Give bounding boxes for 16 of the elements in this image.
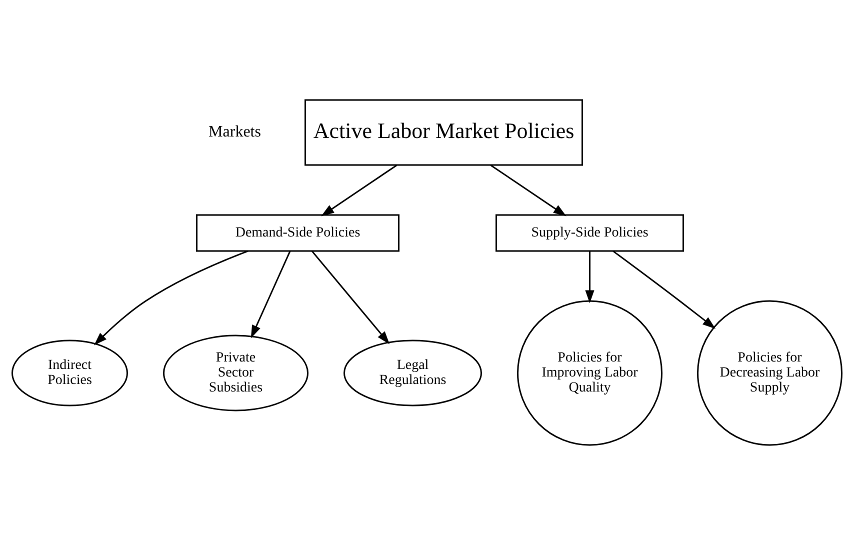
arrow bbox=[321, 164, 398, 216]
node-ellipse: Legal Regulations bbox=[344, 340, 482, 406]
arrow bbox=[612, 250, 716, 329]
node-box: Demand-Side Policies bbox=[196, 214, 400, 252]
node-ellipse: Indirect Policies bbox=[12, 340, 128, 406]
label: Markets bbox=[208, 123, 261, 140]
node-circle: Policies for Improving Labor Quality bbox=[517, 300, 662, 446]
arrow bbox=[585, 251, 594, 304]
arrow bbox=[490, 164, 566, 216]
node-box: Supply-Side Policies bbox=[496, 214, 684, 252]
arrow bbox=[94, 250, 248, 346]
arrow bbox=[312, 250, 390, 344]
node-box: Active Labor Market Policies bbox=[304, 99, 583, 166]
node-circle: Policies for Decreasing Labor Supply bbox=[697, 300, 842, 446]
node-ellipse: Private Sector Subsidies bbox=[163, 334, 308, 412]
arrow bbox=[250, 250, 291, 338]
